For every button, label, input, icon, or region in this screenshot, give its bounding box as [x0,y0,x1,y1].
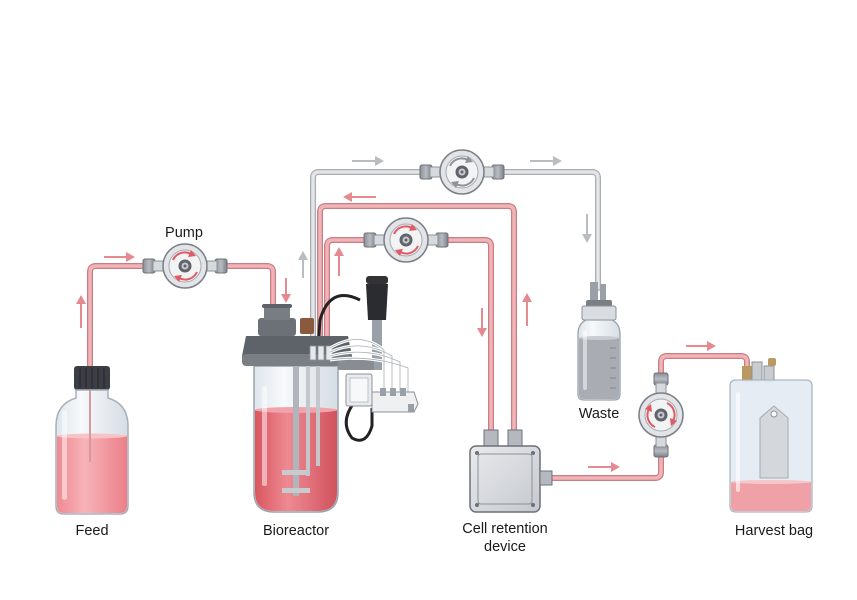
cell-retention-label: Cell retention device [440,520,570,556]
arrow-icon [76,295,86,328]
arrow-icon [582,214,592,243]
arrow-icon [588,462,620,472]
waste-pump [419,149,505,195]
harvest-pump [638,372,684,458]
cell-retention-label-line1: Cell retention [462,521,548,537]
waste-label: Waste [578,406,620,422]
arrow-icon [334,247,344,276]
cell-retention-label-line2: device [484,539,526,555]
bioreactor-vessel [242,276,419,513]
flow-arrows [76,156,716,472]
bioreactor-label: Bioreactor [262,523,330,539]
pump-label: Pump [165,225,203,241]
harvest-bag [729,358,813,513]
arrow-icon [343,192,376,202]
arrow-icon [522,293,532,326]
feed-pump [142,243,228,289]
arrow-icon [686,341,716,351]
cell-retention-device [469,429,553,513]
arrow-icon [104,252,135,262]
recirculation-pump [363,217,449,263]
tubing [87,169,750,481]
arrow-icon [477,308,487,337]
arrow-icon [352,156,384,166]
harvest-bag-label: Harvest bag [734,523,814,539]
waste-bottle [577,282,621,401]
waste-tube [310,169,601,353]
feed-bottle [55,366,129,515]
arrow-icon [298,251,308,278]
arrow-icon [530,156,562,166]
feed-label: Feed [75,523,109,539]
arrow-icon [281,278,291,303]
